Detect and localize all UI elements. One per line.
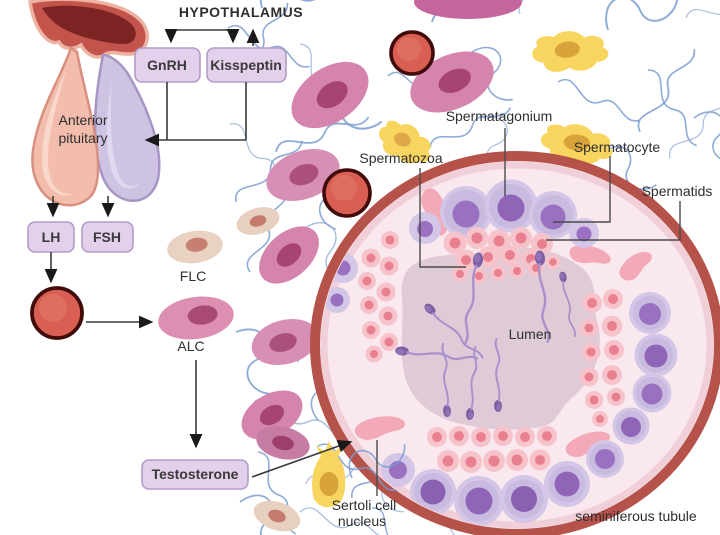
flc-cell xyxy=(167,230,223,264)
fsh-box xyxy=(81,221,134,253)
spermatids-label: Spermatids xyxy=(642,183,713,199)
testosterone-box xyxy=(141,459,249,490)
macrophage-cell xyxy=(372,115,438,170)
hpg-axis: HYPOTHALAMUS GnRH Kisspeptin LH FSH FLC … xyxy=(27,4,353,490)
anterior-pituitary-illustration: Anterior pituitary xyxy=(31,46,161,207)
pituitary-anterior-lobe xyxy=(31,46,100,207)
anterior-pituitary-label-line2: pituitary xyxy=(58,130,107,146)
spermatogonium-cells xyxy=(324,179,599,313)
gnrh-label: GnRH xyxy=(147,57,187,73)
leydig-cell xyxy=(259,226,319,284)
germ-cell-rows-bottom xyxy=(427,426,557,473)
beige-cell xyxy=(253,500,301,532)
seminiferous-tubule-label: seminiferous tubule xyxy=(575,508,697,524)
lumen-label: Lumen xyxy=(509,326,552,342)
fsh-label: FSH xyxy=(93,229,121,245)
leydig-cell xyxy=(241,390,303,440)
arrow-testosterone-to-tubule xyxy=(251,440,353,478)
tubule-labels: Spermatagonium Spermatocyte Spermatids S… xyxy=(332,108,713,529)
spermatid-cells xyxy=(452,254,561,284)
leydig-cell xyxy=(256,426,310,460)
tubule-inner-rim xyxy=(320,161,714,529)
blood-vessel-highlight xyxy=(397,37,421,61)
hypothalamus-label: HYPOTHALAMUS xyxy=(179,4,303,20)
leydig-cell xyxy=(266,148,340,202)
sertoli-label-line1: Sertoli cell xyxy=(332,497,397,513)
gnrh-kisspeptin-drop-lines xyxy=(166,82,247,140)
spermatozoa-label: Spermatozoa xyxy=(359,150,442,166)
blood-vessel-highlight xyxy=(39,294,67,322)
spermatocyte-pointer xyxy=(553,156,611,223)
leydig-cell xyxy=(410,51,494,113)
lumen-region xyxy=(401,247,600,430)
leydig-cell xyxy=(251,318,319,366)
spermatozoa-pointer xyxy=(419,168,466,268)
flc-label: FLC xyxy=(180,268,206,284)
seminiferous-tubule xyxy=(310,151,720,535)
macrophage-cell xyxy=(529,25,611,78)
blood-vessel-highlight xyxy=(331,175,357,201)
pituitary-lobe-highlight xyxy=(42,70,74,196)
germ-cell-column-left xyxy=(358,231,399,363)
sertoli-label-line2: nucleus xyxy=(338,513,386,529)
testosterone-label: Testosterone xyxy=(152,466,239,482)
kisspeptin-label: Kisspeptin xyxy=(210,57,282,73)
spermatocyte-label: Spermatocyte xyxy=(574,139,661,155)
sertoli-cell-nucleus-icon xyxy=(319,472,339,496)
spermatocyte-cells xyxy=(443,227,553,271)
leydig-cell xyxy=(414,0,522,19)
blood-vessels xyxy=(322,30,435,218)
sertoli-cell xyxy=(312,441,346,508)
macrophage-cell xyxy=(539,121,615,166)
anterior-pituitary-label-line1: Anterior xyxy=(58,112,107,128)
spermatagonium-label: Spermatagonium xyxy=(446,108,553,124)
lh-label: LH xyxy=(42,229,61,245)
spermatogonium-ring-cells xyxy=(381,292,678,526)
interstitial-cells xyxy=(158,0,615,532)
alc-cell xyxy=(158,296,234,340)
beige-cell xyxy=(236,207,280,235)
spermatids-pointer xyxy=(546,201,681,241)
hypothalamus-illustration xyxy=(28,0,149,59)
germ-cell-column-right xyxy=(579,289,625,427)
leydig-cell xyxy=(291,61,369,129)
alc-label: ALC xyxy=(177,338,204,354)
